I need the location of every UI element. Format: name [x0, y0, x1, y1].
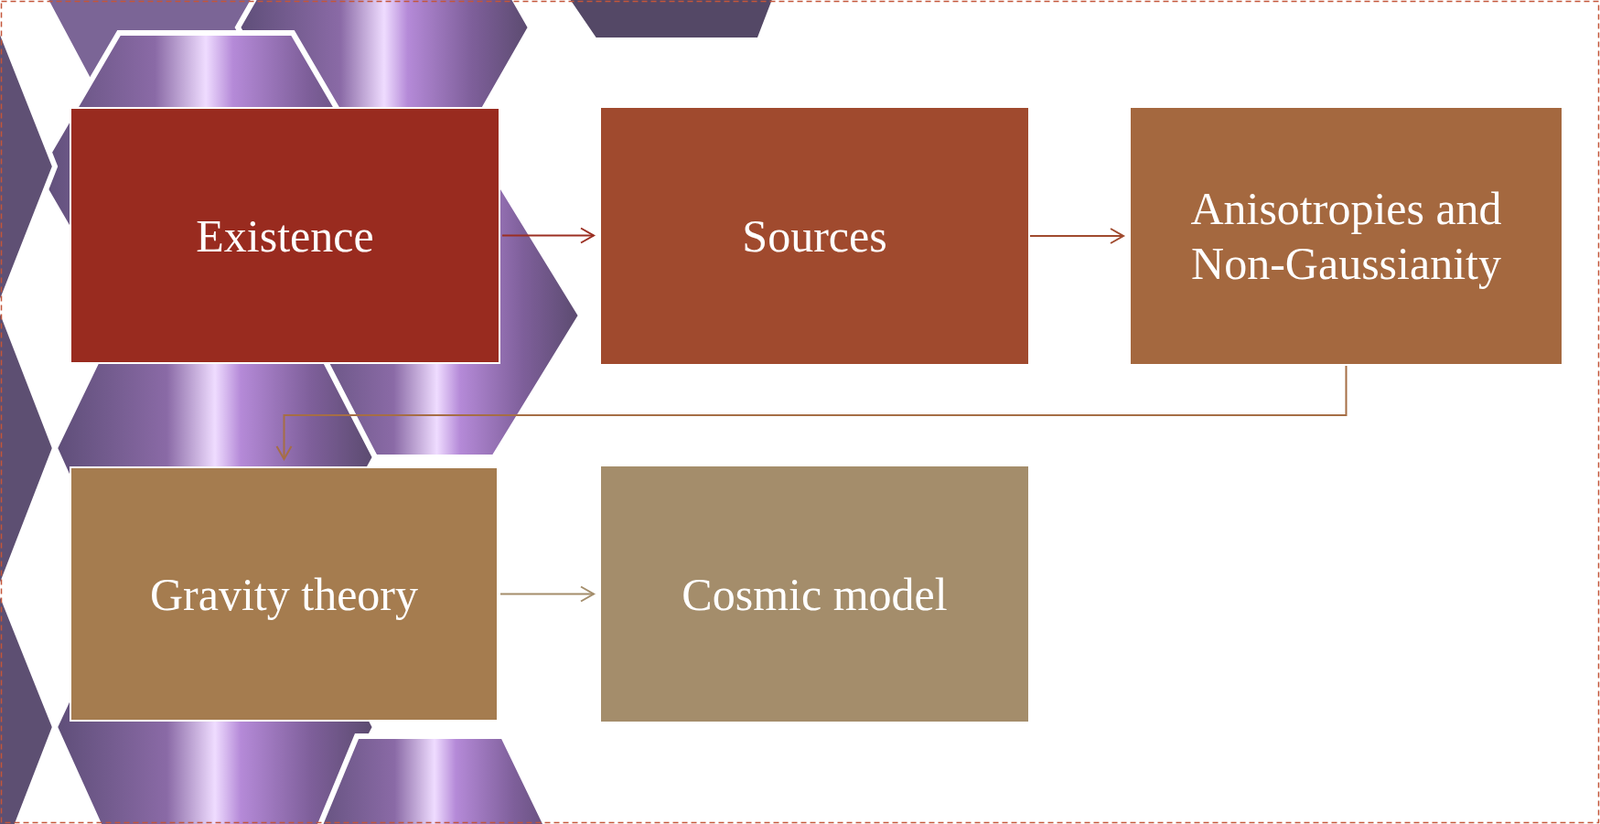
flow-arrow: [502, 228, 594, 244]
arrow-head: [580, 228, 594, 244]
flow-arrow: [500, 587, 594, 602]
connector-line: [500, 593, 594, 596]
box-label: Cosmic model: [681, 567, 947, 623]
arrow-head: [1110, 228, 1124, 244]
box-label: Anisotropies and Non-Gaussianity: [1152, 181, 1540, 291]
flow-arrow: [1030, 228, 1124, 244]
connector-line: [502, 235, 594, 237]
box-label: Gravity theory: [150, 567, 419, 623]
process-box: Cosmic model: [601, 466, 1029, 722]
process-box: Anisotropies and Non-Gaussianity: [1130, 107, 1562, 365]
flow-arrow: [277, 365, 1347, 460]
connector-line: [284, 365, 1347, 460]
process-box: Existence: [69, 107, 501, 365]
arrow-head: [580, 587, 594, 602]
box-label: Sources: [741, 208, 887, 264]
arrow-head: [277, 446, 292, 460]
connector-line: [1030, 235, 1124, 237]
process-box: Sources: [601, 107, 1029, 365]
process-box: Gravity theory: [69, 466, 499, 722]
box-label: Existence: [195, 208, 374, 264]
